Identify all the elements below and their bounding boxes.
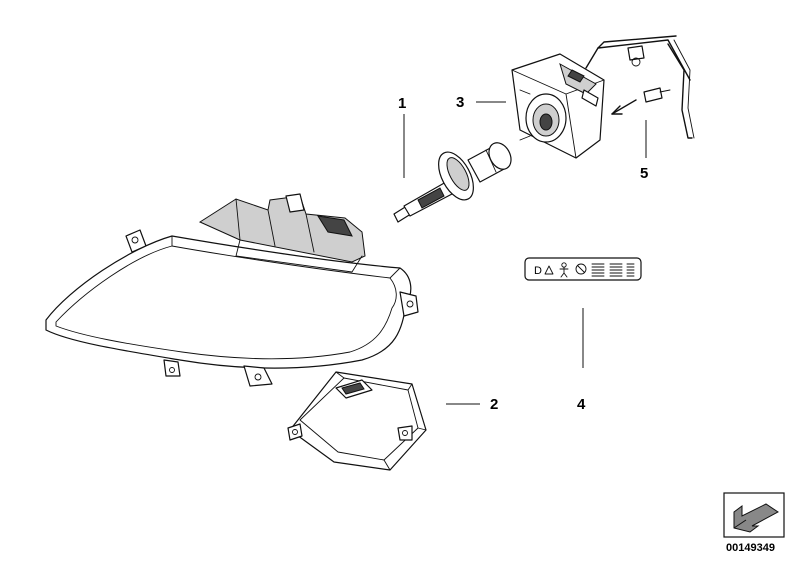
- xenon-bulb: [393, 142, 512, 223]
- wiring-connector: [585, 35, 695, 139]
- callout-1: 1: [398, 95, 406, 112]
- orientation-arrow-icon: [723, 492, 785, 538]
- warning-label: D: [524, 257, 642, 281]
- ballast-control-unit: [287, 371, 427, 471]
- callout-5: 5: [640, 165, 648, 182]
- igniter-unit: [511, 53, 605, 159]
- callout-2: 2: [490, 396, 498, 413]
- callout-4: 4: [577, 396, 586, 413]
- drawing-number: 00149349: [726, 542, 775, 554]
- headlight-housing: [45, 193, 419, 387]
- label-bulb-symbol: D: [534, 265, 542, 277]
- callout-3: 3: [456, 94, 464, 111]
